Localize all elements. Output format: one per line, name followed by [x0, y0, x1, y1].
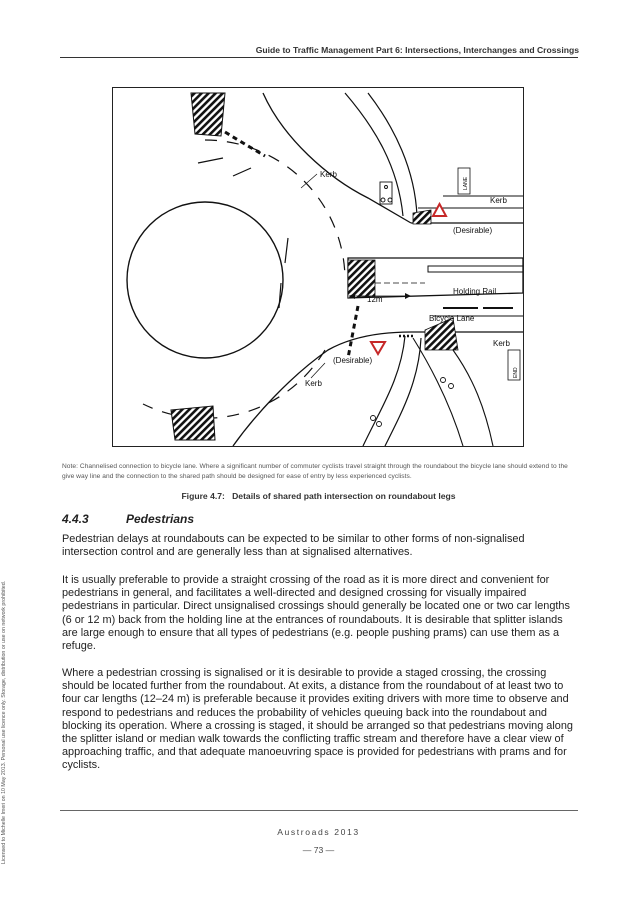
svg-text:LANE: LANE — [463, 176, 469, 190]
desirable-bottom-label: (Desirable) — [333, 356, 372, 365]
give-way-kerb-top — [412, 209, 432, 225]
figure-caption-text: Details of shared path intersection on r… — [232, 491, 456, 501]
footer-rule — [60, 810, 578, 811]
shared-path-top — [344, 92, 404, 217]
paragraph-1: Pedestrian delays at roundabouts can be … — [62, 533, 525, 559]
give-way-sign-top — [431, 201, 448, 217]
bicycle-lane-label: Bicycle Lane — [429, 314, 475, 323]
page-number: — 73 — — [302, 845, 335, 855]
section-title: Pedestrians — [126, 512, 195, 526]
paragraph-3: Where a pedestrian crossing is signalise… — [62, 667, 573, 772]
holding-rail-label: Holding Rail — [453, 287, 496, 296]
give-way-sign-bottom — [369, 341, 387, 356]
cyclist-icon — [379, 181, 393, 205]
figure-caption: Figure 4.7: Details of shared path inter… — [0, 491, 637, 501]
lane-end-sign — [507, 349, 521, 381]
section-heading: 4.4.3 Pedestrians — [62, 512, 194, 526]
kerb-island-lower — [424, 317, 459, 351]
corner-island-bottom-left — [170, 405, 216, 441]
shared-path-bottom — [362, 335, 406, 446]
outer-kerb-top — [262, 92, 412, 224]
dimension-12m-label: 12m — [367, 295, 383, 304]
bicycle-lane-sign-top — [457, 167, 471, 195]
figure-note: Note: Channelised connection to bicycle … — [62, 463, 568, 480]
cyclist-icon-lower — [370, 377, 454, 427]
corner-island-top-left — [190, 92, 226, 137]
header-rule — [60, 57, 578, 58]
footer-organisation: Austroads 2013 — [277, 827, 360, 837]
kerb-label-right: Kerb — [490, 196, 507, 205]
svg-text:END: END — [513, 367, 519, 378]
running-header: Guide to Traffic Management Part 6: Inte… — [255, 45, 579, 55]
licence-side-note: Licensed to Michelle Imeri on 10 May 201… — [1, 580, 7, 864]
paragraph-2: It is usually preferable to provide a st… — [62, 574, 570, 653]
section-number: 4.4.3 — [62, 512, 89, 526]
outer-kerb-bottom — [232, 331, 412, 446]
circulating-lane-marking — [204, 139, 346, 281]
kerb-label-top: Kerb — [320, 170, 337, 179]
kerb-label-bottom: Kerb — [305, 379, 322, 388]
desirable-top-label: (Desirable) — [453, 226, 492, 235]
figure-caption-number: Figure 4.7: — [181, 491, 225, 501]
kerb-label-lower-right: Kerb — [493, 339, 510, 348]
central-island — [126, 201, 284, 359]
holding-rail — [427, 265, 523, 273]
figure-4-7-diagram: 12m (Desirable) (Desirable) Kerb Kerb Ho… — [112, 87, 524, 447]
roundabout-diagram-svg: 12m (Desirable) (Desirable) Kerb Kerb Ho… — [126, 92, 523, 446]
